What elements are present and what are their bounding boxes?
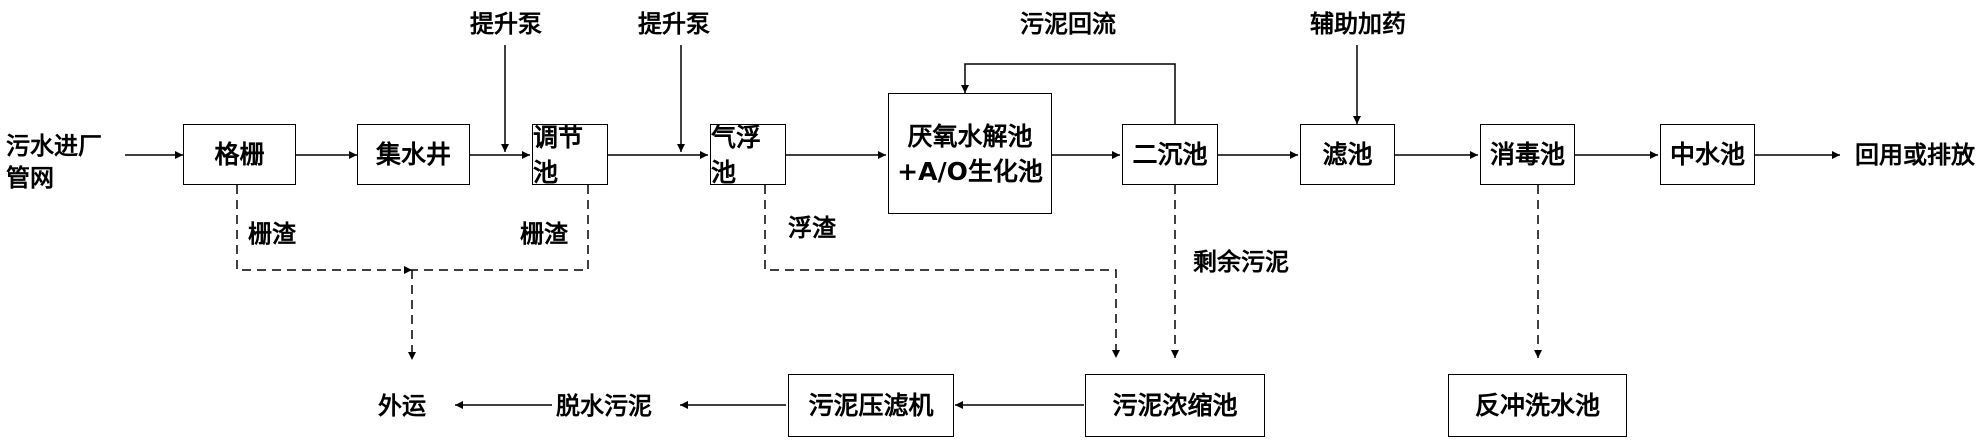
sludge-return-line [961, 63, 1176, 124]
equalization-box: 调节池 [532, 123, 608, 187]
reclaimed-water-label: 中水池 [1669, 140, 1745, 169]
disinfection-label: 消毒池 [1489, 140, 1565, 169]
lift-pump-1-label: 提升泵 [470, 10, 542, 38]
dewatered-sludge-label: 脱水污泥 [556, 392, 652, 420]
inlet-label-line1: 污水进厂 [6, 132, 102, 160]
dosing-label: 辅助加药 [1310, 10, 1406, 38]
sludge-press-label: 污泥压滤机 [808, 391, 934, 420]
excess-sludge-label: 剩余污泥 [1193, 248, 1289, 276]
inlet-label: 污水进厂 管网 [6, 130, 102, 195]
scum-line [764, 185, 1120, 358]
filter-box: 滤池 [1300, 124, 1395, 185]
sump-label: 集水井 [375, 140, 451, 169]
sludge-return-label: 污泥回流 [1020, 10, 1116, 38]
screenings-label-1: 栅渣 [248, 220, 296, 248]
disinfection-box: 消毒池 [1480, 124, 1575, 185]
sludge-thickener-label: 污泥浓缩池 [1112, 391, 1238, 420]
screenings-label-2: 栅渣 [520, 220, 568, 248]
flotation-box: 气浮池 [710, 123, 786, 187]
biochem-label-line1: 厌氧水解池 [907, 121, 1033, 151]
biochem-label-line2: +A/O生化池 [897, 156, 1043, 186]
reclaimed-water-box: 中水池 [1660, 124, 1755, 185]
sump-box: 集水井 [357, 124, 470, 185]
filter-label: 滤池 [1322, 140, 1373, 169]
screenings-line-2 [412, 185, 589, 271]
outlet-label: 回用或排放 [1855, 141, 1975, 169]
screen-label: 格栅 [214, 140, 265, 169]
screen-box: 格栅 [183, 124, 296, 185]
secondary-clarifier-box: 二沉池 [1122, 124, 1218, 185]
inlet-label-line2: 管网 [6, 164, 54, 193]
backwash-label: 反冲洗水池 [1474, 391, 1600, 420]
lift-pump-2-label: 提升泵 [638, 10, 710, 38]
backwash-box: 反冲洗水池 [1448, 374, 1627, 437]
equalization-label: 调节池 [533, 122, 584, 187]
scum-label: 浮渣 [788, 214, 836, 242]
sludge-thickener-box: 污泥浓缩池 [1085, 374, 1265, 437]
screenings-line-1 [236, 185, 412, 274]
secondary-clarifier-label: 二沉池 [1132, 140, 1208, 169]
sludge-press-box: 污泥压滤机 [788, 374, 954, 437]
flotation-label: 气浮池 [711, 122, 762, 187]
biochem-box: 厌氧水解池 +A/O生化池 [888, 93, 1052, 214]
haul-away-label: 外运 [378, 392, 426, 420]
